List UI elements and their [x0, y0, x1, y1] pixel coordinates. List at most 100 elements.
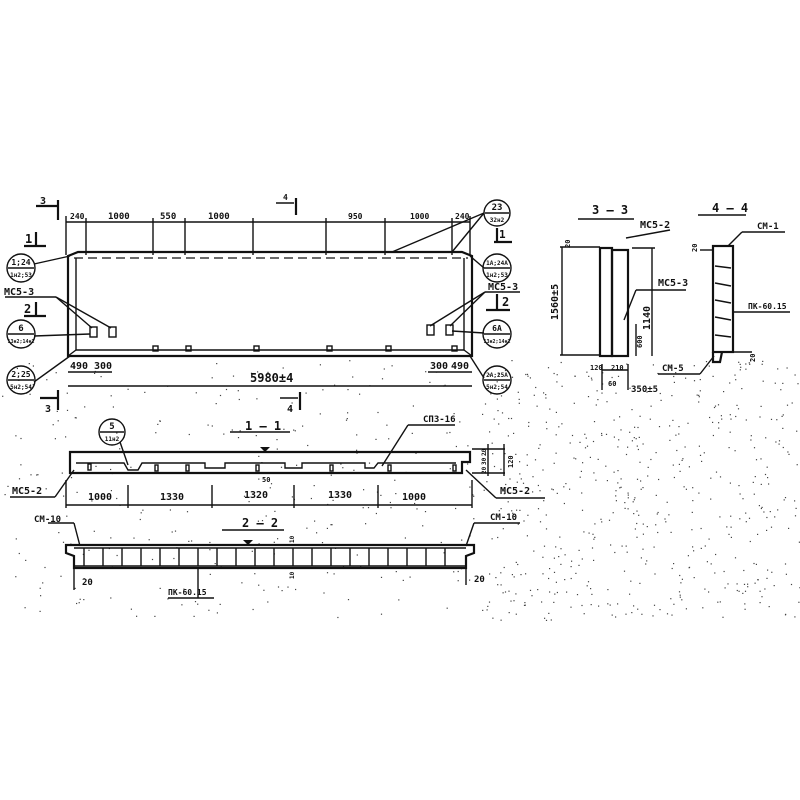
speckle [588, 532, 590, 534]
speckle [658, 478, 660, 481]
speckle [633, 437, 635, 439]
speckle [319, 413, 321, 415]
speckle [639, 415, 641, 417]
speckle [331, 524, 333, 526]
speckle [682, 458, 684, 460]
dim-210: 210 [611, 364, 624, 372]
speckle [508, 590, 510, 592]
speckle [377, 411, 379, 414]
speckle [532, 491, 534, 493]
speckle [66, 409, 69, 411]
speckle [486, 609, 488, 611]
section-3-3: 3 — 3 1560±5 20 1140 600 МС5-2 МС5-3 120… [550, 203, 688, 395]
speckle [593, 421, 596, 423]
top-dim-4: 1000 [208, 212, 230, 222]
speckle [626, 363, 628, 365]
speckle [583, 531, 585, 533]
speckle [597, 399, 599, 401]
speckle [536, 405, 538, 407]
speckle [625, 453, 628, 456]
speckle [15, 435, 17, 437]
speckle [388, 438, 390, 440]
speckle [523, 520, 525, 522]
speckle [527, 375, 529, 377]
speckle [258, 478, 260, 480]
speckle [500, 619, 502, 621]
speckle [678, 591, 681, 593]
speckle [761, 363, 763, 365]
speckle [525, 373, 527, 376]
speckle [768, 606, 770, 608]
speckle [737, 408, 740, 410]
speckle [209, 549, 211, 551]
speckle [518, 398, 520, 400]
speckle [513, 432, 515, 434]
speckle [340, 463, 342, 465]
speckle [15, 538, 17, 540]
speckle [20, 464, 22, 466]
speckle [267, 601, 269, 603]
speckle [757, 533, 759, 535]
speckle [672, 419, 674, 421]
speckle [549, 408, 551, 410]
speckle [767, 569, 769, 571]
speckle [788, 527, 790, 529]
speckle [754, 582, 756, 584]
speckle [642, 533, 644, 535]
speckle [500, 572, 502, 574]
speckle [188, 540, 190, 542]
speckle [723, 391, 725, 393]
speckle [526, 373, 529, 375]
speckle [290, 408, 292, 410]
speckle [601, 392, 603, 394]
speckle [634, 426, 636, 428]
top-dim-6: 1000 [410, 212, 429, 221]
speckle [326, 527, 328, 529]
speckle [654, 573, 656, 575]
speckle [777, 368, 779, 370]
speckle [691, 529, 693, 531]
speckle [545, 514, 547, 516]
speckle [785, 573, 787, 575]
speckle [500, 468, 502, 470]
speckle [753, 493, 755, 495]
dim-1320: 1320 [244, 490, 268, 501]
speckle [777, 509, 779, 511]
speckle [641, 613, 643, 615]
speckle [744, 603, 746, 605]
speckle [712, 375, 714, 377]
speckle [797, 383, 799, 385]
speckle [644, 385, 646, 387]
speckle [256, 491, 259, 493]
svg-text:32н2: 32н2 [490, 217, 505, 224]
speckle [225, 388, 228, 391]
speckle [637, 608, 639, 610]
speckle [140, 512, 142, 514]
speckle [482, 413, 484, 415]
speckle [503, 493, 505, 495]
speckle [637, 426, 639, 429]
speckle [629, 387, 631, 389]
svg-text:5: 5 [109, 422, 114, 432]
speckle [640, 480, 642, 482]
speckle [611, 376, 613, 379]
speckle [469, 579, 471, 581]
speckle [136, 615, 138, 617]
speckle [673, 381, 675, 383]
speckle [363, 489, 365, 491]
speckle [295, 588, 297, 591]
speckle [543, 545, 546, 547]
speckle [787, 451, 789, 453]
speckle [607, 603, 609, 605]
speckle [618, 439, 620, 441]
speckle [632, 501, 634, 503]
speckle [539, 490, 541, 492]
speckle [714, 572, 716, 574]
speckle [675, 434, 677, 436]
speckle [500, 395, 503, 397]
speckle [167, 598, 169, 600]
speckle [794, 500, 796, 502]
speckle [449, 431, 451, 434]
speckle [310, 497, 312, 500]
speckle [701, 460, 703, 462]
